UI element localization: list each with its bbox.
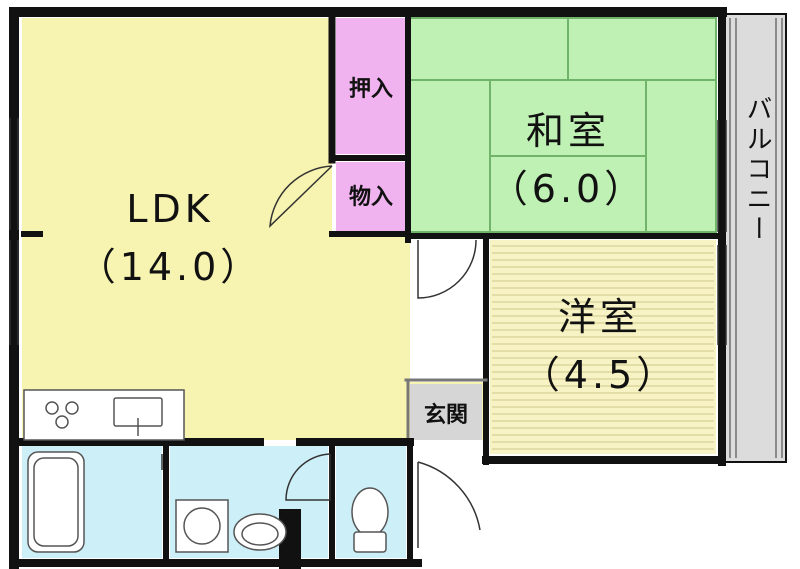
balcony-grating bbox=[723, 13, 787, 463]
stove-icon bbox=[45, 401, 79, 429]
washitsu-label: 和室 bbox=[526, 109, 610, 153]
walls bbox=[9, 7, 727, 569]
doors bbox=[161, 165, 481, 548]
yoshitsu-label: 洋室 bbox=[558, 295, 642, 339]
tatami-lines bbox=[409, 17, 717, 233]
balcony-label: バルコニー bbox=[742, 95, 772, 245]
flooring-lines bbox=[492, 245, 714, 450]
ldk-room bbox=[22, 18, 485, 440]
genkan-area bbox=[410, 384, 482, 440]
mono-label: 物入 bbox=[349, 184, 393, 210]
ldk-size: （14.0） bbox=[78, 245, 263, 289]
windows bbox=[9, 118, 727, 345]
toilet-icon bbox=[351, 487, 389, 553]
yoshitsu-size: （4.5） bbox=[522, 353, 678, 397]
oshiire-closet bbox=[336, 18, 406, 154]
oshiire-label: 押入 bbox=[349, 76, 393, 102]
bathtub-icon bbox=[27, 451, 85, 553]
ldk-label: LDK bbox=[126, 187, 213, 231]
genkan-label: 玄関 bbox=[424, 402, 468, 428]
washitsu-room bbox=[410, 18, 716, 232]
yoshitsu-room bbox=[490, 240, 716, 454]
mono-closet bbox=[336, 162, 406, 232]
washbasin-icon bbox=[233, 513, 287, 551]
washitsu-size: （6.0） bbox=[490, 167, 646, 211]
washing-machine-icon bbox=[175, 499, 229, 553]
sink-icon bbox=[113, 397, 163, 436]
